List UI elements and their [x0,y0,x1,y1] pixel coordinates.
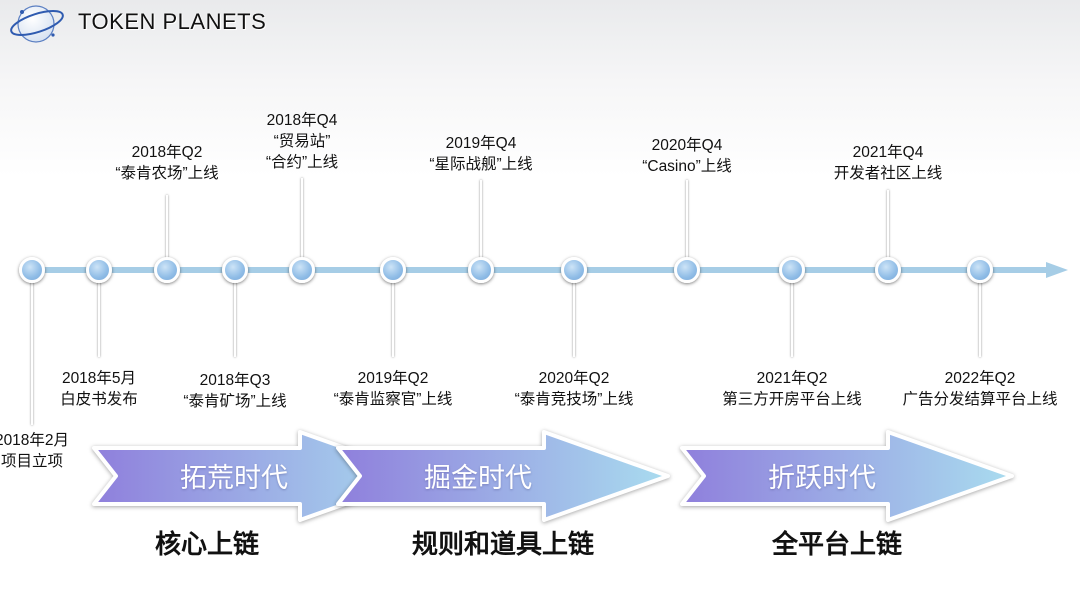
milestone-connector [166,195,168,270]
milestone-text-secondary: “合约”上线 [265,154,339,171]
planet-orbit-logo-icon [8,2,68,46]
milestone-date: 2018年Q3 [199,372,271,389]
milestone-node [154,257,180,283]
milestone-date: 2018年Q2 [131,144,203,161]
milestone-label: 2018年5月白皮书发布 [60,368,138,410]
milestone-label: 2021年Q4 开发者社区上线 [834,142,943,184]
milestone-text: “泰肯竞技场”上线 [514,391,634,408]
era-title: 掘金时代 [424,463,532,493]
milestone-date: 2020年Q2 [538,370,610,387]
milestone-date: 2018年5月 [61,370,137,387]
milestone-text: “Casino”上线 [642,158,732,175]
milestone-text: “泰肯监察官”上线 [333,391,453,408]
milestone-connector [979,270,981,357]
era-title: 拓荒时代 [180,463,288,493]
milestone-label: 2018年Q3 “泰肯矿场”上线 [183,370,286,412]
milestone-node [468,257,494,283]
milestone-label: 2021年Q2 第三方开房平台上线 [722,368,862,410]
milestone-text: “泰肯矿场”上线 [183,393,287,410]
milestone-text: 项目立项 [0,453,64,470]
milestone-connector [887,190,889,270]
era-arrow: 掘金时代 [332,428,672,524]
era-arrow: 折跃时代 [676,428,1016,524]
milestone-label: 2018年Q2 “泰肯农场”上线 [115,142,218,184]
milestone-connector [392,270,394,357]
milestone-date: 2018年Q4 [266,112,338,129]
milestone-label: 2018年2月项目立项 [0,430,69,472]
milestone-text: 开发者社区上线 [833,165,943,182]
milestone-label: 2020年Q2 “泰肯竞技场”上线 [515,368,634,410]
timeline-arrowhead [1046,262,1068,278]
milestone-node [875,257,901,283]
milestone-label: 2018年Q4 “贸易站” “合约”上线 [266,110,338,173]
milestone-text: “星际战舰”上线 [429,156,533,173]
era-subtitle: 核心上链 [154,529,260,559]
milestone-text: 第三方开房平台上线 [722,391,862,408]
milestone-connector [98,270,100,357]
milestone-date: 2021年Q2 [756,370,828,387]
era-title: 折跃时代 [768,463,876,493]
milestone-label: 2019年Q2 “泰肯监察官”上线 [334,368,453,410]
era-subtitle: 全平台上链 [771,529,903,559]
milestone-text: 广告分发结算平台上线 [902,391,1058,408]
milestone-text: “泰肯农场”上线 [115,165,219,182]
milestone-date: 2018年2月 [0,432,70,449]
milestone-connector [791,270,793,357]
timeline-axis [20,267,1050,273]
milestone-connector [234,270,236,357]
milestone-date: 2020年Q4 [651,137,723,154]
milestone-node [380,257,406,283]
brand-name: TOKEN PLANETS [78,9,267,34]
milestone-date: 2019年Q4 [445,135,517,152]
milestone-text: “贸易站” [273,133,331,150]
milestone-date: 2022年Q2 [944,370,1016,387]
milestone-node [561,257,587,283]
milestone-node [222,257,248,283]
milestone-node [967,257,993,283]
milestone-connector [301,178,303,270]
milestone-date: 2019年Q2 [357,370,429,387]
milestone-connector [573,270,575,357]
milestone-date: 2021年Q4 [852,144,924,161]
milestone-node [19,257,45,283]
milestone-connector [31,270,33,425]
milestone-label: 2022年Q2 广告分发结算平台上线 [902,368,1057,410]
milestone-text: 白皮书发布 [60,391,138,408]
milestone-connector [686,180,688,270]
milestone-label: 2019年Q4 “星际战舰”上线 [429,133,532,175]
milestone-node [289,257,315,283]
milestone-connector [480,180,482,270]
milestone-label: 2020年Q4 “Casino”上线 [642,135,732,177]
milestone-node [779,257,805,283]
milestone-node [674,257,700,283]
milestone-node [86,257,112,283]
era-subtitle: 规则和道具上链 [411,529,595,559]
